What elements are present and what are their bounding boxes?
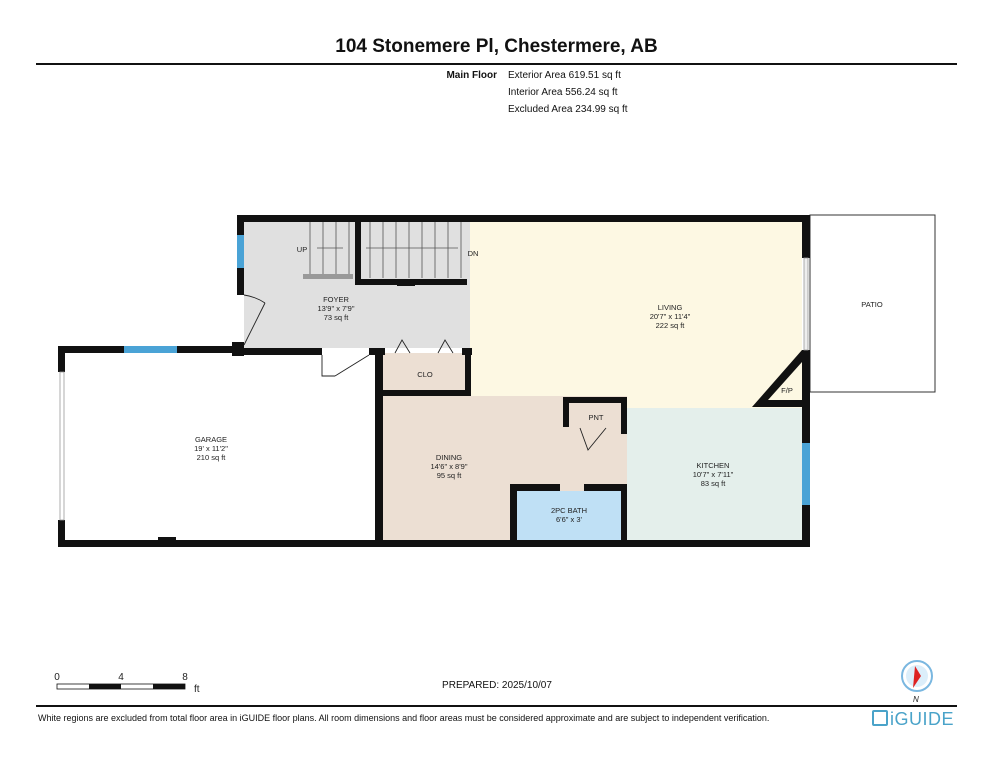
- garage-label: GARAGE: [195, 435, 227, 444]
- clo-label: CLO: [417, 370, 433, 379]
- stair-landing: [303, 274, 353, 279]
- logo-text: iGUIDE: [890, 709, 955, 729]
- page-title: 104 Stonemere Pl, Chestermere, AB: [335, 36, 658, 57]
- dining-label: DINING: [436, 453, 462, 462]
- fp-label: F/P: [781, 386, 793, 395]
- floor-name: Main Floor: [446, 70, 497, 81]
- foyer-dims: 13'9" x 7'9": [318, 304, 355, 313]
- living-area-text: 222 sq ft: [656, 321, 686, 330]
- kitchen-dims: 10'7" x 7'11": [693, 470, 734, 479]
- window: [237, 235, 244, 268]
- bath-area: [517, 491, 621, 540]
- foyer-label: FOYER: [323, 295, 349, 304]
- scale-tick: 0: [54, 672, 60, 683]
- scale-unit: ft: [194, 684, 200, 695]
- dining-dims: 14'6" x 8'9": [431, 462, 468, 471]
- bath-label: 2PC BATH: [551, 506, 587, 515]
- bath-dims: 6'6" x 3': [556, 515, 583, 524]
- compass-north: N: [913, 695, 919, 704]
- living-label: LIVING: [658, 303, 683, 312]
- logo-box-icon: [872, 710, 888, 726]
- interior-area: Interior Area 556.24 sq ft: [508, 87, 618, 98]
- window: [124, 346, 177, 353]
- prepared-date: PREPARED: 2025/10/07: [442, 680, 552, 691]
- disclaimer: White regions are excluded from total fl…: [38, 713, 770, 723]
- foyer-area-text: 73 sq ft: [324, 313, 350, 322]
- scale-tick: 8: [182, 672, 188, 683]
- window: [59, 371, 65, 521]
- dn-label: DN: [468, 249, 479, 258]
- patio-door: [803, 257, 809, 351]
- dining-area-text: 95 sq ft: [437, 471, 463, 480]
- patio-area: [809, 214, 936, 393]
- header-divider: [36, 63, 957, 65]
- kitchen-area-text: 83 sq ft: [701, 479, 727, 488]
- patio-label: PATIO: [861, 300, 883, 309]
- footer-divider: [36, 705, 957, 707]
- compass-icon: N: [901, 660, 933, 704]
- doors: [243, 294, 607, 451]
- excluded-area: Excluded Area 234.99 sq ft: [508, 104, 628, 115]
- pnt-label: PNT: [589, 413, 604, 422]
- scale-bar: 0 4 8 ft: [54, 672, 200, 695]
- clo-area: [383, 353, 467, 393]
- scale-tick: 4: [118, 672, 124, 683]
- iguide-logo: iGUIDE: [872, 709, 954, 730]
- kitchen-label: KITCHEN: [697, 461, 730, 470]
- stairs: [309, 222, 462, 278]
- living-dims: 20'7" x 11'4": [650, 312, 691, 321]
- kitchen-area: [627, 408, 802, 540]
- fireplace: [752, 350, 802, 407]
- living-area: [470, 222, 802, 408]
- up-label: UP: [297, 245, 307, 254]
- garage-area-text: 210 sq ft: [197, 453, 227, 462]
- window: [802, 443, 810, 505]
- exterior-area: Exterior Area 619.51 sq ft: [508, 70, 621, 81]
- garage-dims: 19' x 11'2": [194, 444, 228, 453]
